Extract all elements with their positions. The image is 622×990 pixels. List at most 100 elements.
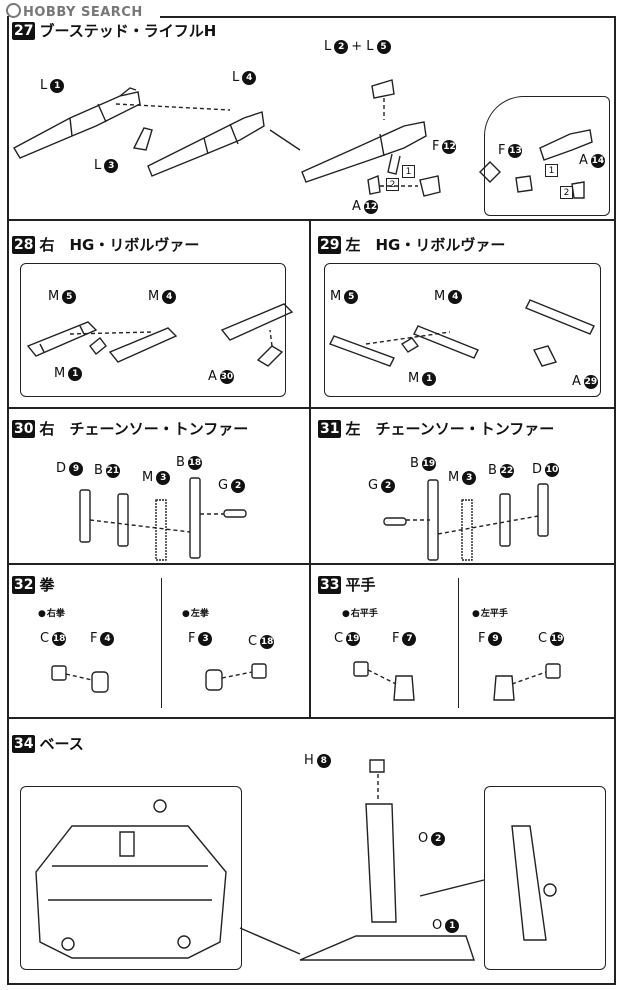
revolver-part-m1 xyxy=(400,337,420,353)
frame-top xyxy=(160,16,616,18)
revolver-assembled xyxy=(525,299,595,367)
divider-vertical xyxy=(309,565,311,718)
step28-detail-box xyxy=(20,263,286,397)
divider xyxy=(458,578,459,708)
step34-base-box xyxy=(20,786,242,970)
assembly-arrow xyxy=(69,331,153,335)
divider xyxy=(7,717,616,719)
tonfa-part-b21 xyxy=(117,493,129,547)
tonfa-part-d10 xyxy=(537,483,549,537)
revolver-part-m4 xyxy=(413,325,479,359)
order-marker-1: 1 xyxy=(402,165,415,178)
sub-left-fist: 左拳 xyxy=(182,606,209,619)
divider xyxy=(7,407,616,409)
stand-post-detail xyxy=(511,825,547,941)
palm-part xyxy=(393,675,415,701)
step27-detail-box xyxy=(484,96,610,216)
revolver-part-m1 xyxy=(89,337,107,355)
divider xyxy=(7,219,616,221)
sub-left-palm: 左平手 xyxy=(472,606,508,619)
fist-part xyxy=(205,669,223,691)
hand-part-f12 xyxy=(419,175,441,197)
chainsaw-blade-m3 xyxy=(461,499,473,561)
wrist-part xyxy=(353,661,369,677)
revolver-part-m5 xyxy=(329,335,395,367)
revolver-assembled xyxy=(220,303,294,367)
revolver-part-m4 xyxy=(108,327,178,363)
grip-part-a12 xyxy=(367,175,381,195)
assembly-arrow xyxy=(269,329,273,347)
attention-icon xyxy=(61,799,557,951)
frame-right xyxy=(614,16,616,984)
assembly-arrow xyxy=(365,331,451,345)
assembly-arrow xyxy=(406,515,539,535)
divider-vertical xyxy=(309,220,311,564)
rifle-part-l4 xyxy=(147,111,265,177)
order-marker-2b: 2 xyxy=(560,186,573,199)
tonfa-part-b22 xyxy=(499,493,511,547)
direction-diamond-icon xyxy=(479,161,501,183)
sub-right-palm: 右平手 xyxy=(342,606,378,619)
rifle-detail xyxy=(515,129,593,199)
tonfa-part-d9 xyxy=(79,489,91,543)
palm-part xyxy=(493,675,515,701)
wrist-part xyxy=(251,663,267,679)
watermark: HOBBY SEARCH xyxy=(6,3,143,20)
watermark-logo-icon xyxy=(6,3,21,18)
tonfa-part-g2 xyxy=(383,517,407,526)
rifle-assembled xyxy=(301,121,427,183)
leader-line xyxy=(269,129,301,151)
assembly-arrow xyxy=(115,103,231,111)
display-base-plate xyxy=(35,825,227,959)
rifle-part-l1 xyxy=(13,87,141,159)
rifle-part-l3 xyxy=(132,127,153,151)
fist-part xyxy=(91,671,109,693)
order-marker-1b: 1 xyxy=(545,164,558,177)
wrist-part xyxy=(545,663,561,679)
wrist-part xyxy=(51,665,67,681)
frame-left xyxy=(7,16,9,984)
chainsaw-blade-m3 xyxy=(155,499,167,561)
order-marker-2: 2 xyxy=(386,178,399,191)
divider xyxy=(161,578,162,708)
tonfa-part-b18 xyxy=(189,477,201,559)
